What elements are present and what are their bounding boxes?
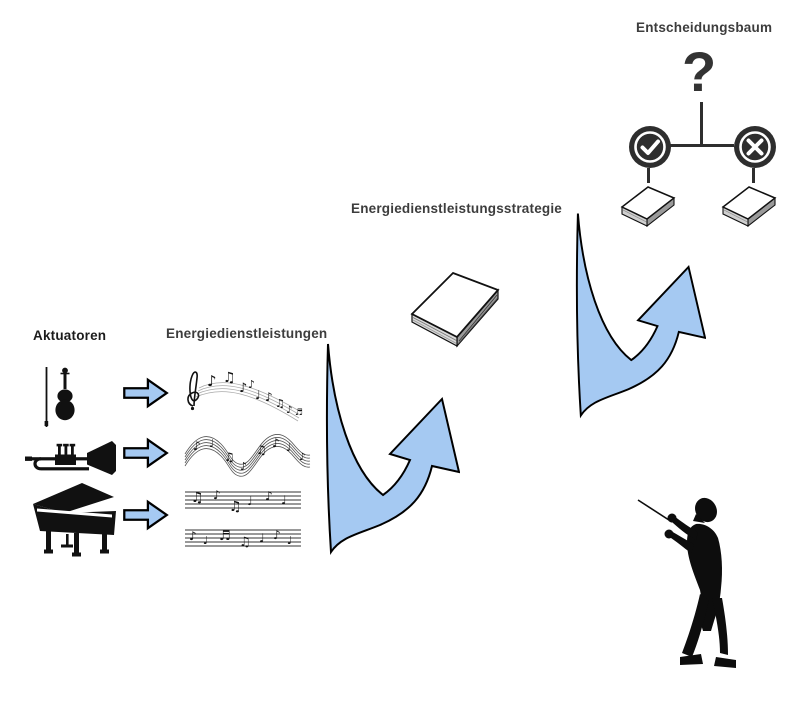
decision-tree-left-stub — [647, 168, 650, 183]
svg-text:♪: ♪ — [213, 488, 221, 502]
svg-text:♪: ♪ — [248, 378, 255, 391]
svg-text:♪: ♪ — [189, 529, 197, 543]
label-energiedienstleistungen: Energiedienstleistungen — [166, 326, 328, 341]
svg-text:♪: ♪ — [273, 528, 281, 542]
svg-text:♩: ♩ — [209, 437, 214, 450]
svg-text:♬: ♬ — [219, 529, 231, 544]
svg-text:♫: ♫ — [256, 443, 267, 457]
label-aktuatoren: Aktuatoren — [33, 328, 107, 343]
label-energiedienstleistungsstrategie: Energiedienstleistungsstrategie — [351, 201, 563, 216]
grand-piano-icon — [33, 483, 116, 557]
svg-text:♪: ♪ — [193, 439, 201, 453]
check-circle-icon — [629, 126, 671, 168]
svg-text:♪: ♪ — [286, 405, 292, 416]
swoosh-up-arrow-icon — [326, 343, 460, 555]
svg-text:♪: ♪ — [265, 489, 273, 503]
swoosh-up-arrow-icon — [575, 213, 706, 419]
violin-icon — [44, 367, 79, 427]
svg-text:♩: ♩ — [286, 441, 291, 454]
music-notes-scatter-icon: ♪ ♫ ♪ ♪ ♩ ♪ ♫ ♪ ♬ — [187, 370, 303, 422]
decision-tree-right-stub — [752, 168, 755, 183]
svg-text:♫: ♫ — [224, 450, 235, 464]
right-block-arrow-icon — [123, 437, 169, 469]
conductor-icon — [637, 497, 736, 668]
trumpet-icon — [25, 441, 116, 475]
svg-text:♫: ♫ — [223, 370, 236, 386]
right-block-arrow-icon — [123, 377, 169, 409]
decision-tree-horizontal-connector — [670, 144, 734, 147]
svg-text:♫: ♫ — [275, 397, 285, 410]
svg-text:♫: ♫ — [191, 490, 204, 506]
music-notes-staff-icon: ♫ ♪ ♫ ♩ ♪ ♩ ♪ ♩ ♬ ♫ ♩ ♪ ♩ — [185, 488, 301, 550]
book-icon — [620, 186, 676, 228]
svg-text:♪: ♪ — [265, 390, 273, 404]
x-circle-icon — [734, 126, 776, 168]
book-icon — [721, 186, 777, 228]
svg-text:♪: ♪ — [299, 452, 305, 463]
svg-text:♩: ♩ — [247, 494, 253, 508]
svg-text:♪: ♪ — [207, 372, 217, 390]
right-block-arrow-icon — [123, 499, 169, 531]
svg-text:♩: ♩ — [259, 531, 265, 545]
svg-text:♩: ♩ — [281, 493, 287, 507]
question-mark: ? — [682, 40, 717, 103]
decision-tree-vertical-connector — [700, 102, 703, 145]
svg-text:♩: ♩ — [203, 534, 208, 547]
svg-text:♩: ♩ — [287, 534, 292, 547]
svg-text:♬: ♬ — [295, 408, 303, 418]
svg-text:♪: ♪ — [240, 460, 247, 473]
music-notes-wave-icon: ♪ ♩ ♫ ♪ ♫ ♪ ♩ ♪ — [184, 434, 311, 477]
svg-text:♫: ♫ — [239, 535, 251, 550]
svg-text:♫: ♫ — [229, 499, 242, 515]
svg-text:♩: ♩ — [255, 388, 261, 402]
treble-clef-icon — [187, 371, 200, 407]
book-icon — [410, 271, 500, 348]
svg-text:♪: ♪ — [272, 436, 280, 450]
svg-text:♪: ♪ — [239, 381, 247, 396]
label-entscheidungsbaum: Entscheidungsbaum — [636, 20, 773, 35]
